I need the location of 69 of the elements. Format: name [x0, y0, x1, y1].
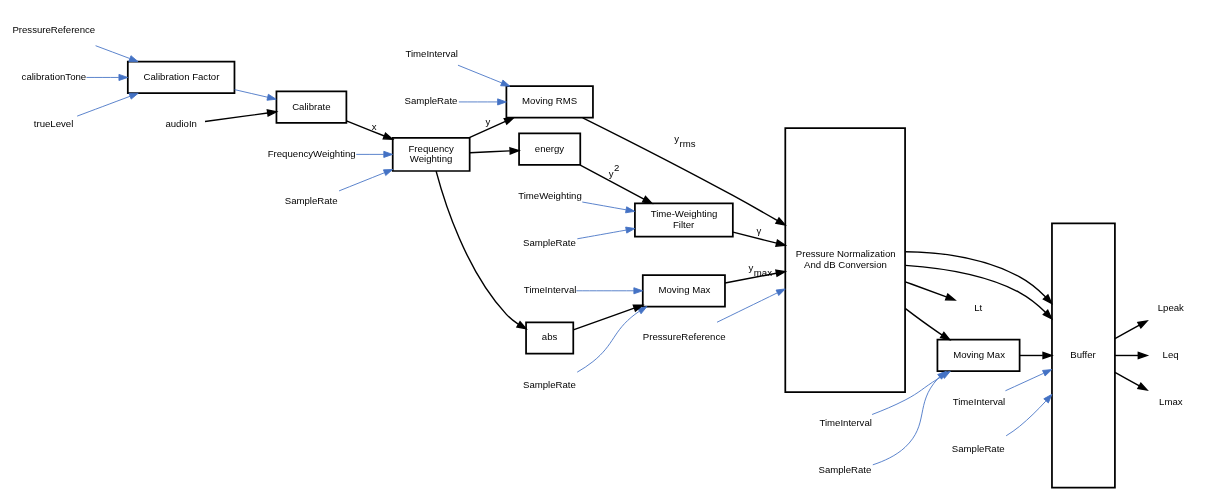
- node-text: PressureReference: [12, 23, 96, 35]
- node-box: energy: [518, 132, 582, 166]
- edge-label: y: [485, 115, 491, 127]
- node-box: Buffer: [1051, 222, 1116, 488]
- node-box: Moving Max: [641, 273, 726, 307]
- arrow: [575, 286, 644, 294]
- node-text: trueLevel: [33, 117, 74, 129]
- node-text: SampleRate: [284, 194, 338, 206]
- arrow: [572, 303, 645, 331]
- arrow: [579, 163, 654, 204]
- node-box: Moving RMS: [505, 84, 594, 119]
- node-box: Calibration Factor: [126, 60, 236, 94]
- arrow: [345, 119, 395, 140]
- arrow: [904, 307, 952, 341]
- arrow: [1005, 393, 1053, 436]
- node-text: TimeInterval: [819, 416, 872, 428]
- node-text: Lmax: [1159, 395, 1183, 407]
- node-box: Frequency Weighting: [391, 136, 471, 172]
- node-box: Moving Max: [936, 338, 1021, 372]
- node-text: calibrationTone: [21, 70, 87, 82]
- node-text: TimeInterval: [405, 47, 458, 59]
- node-text: TimeInterval: [952, 395, 1006, 407]
- node-text: SampleRate: [523, 236, 576, 248]
- arrow: [582, 116, 787, 226]
- node-box: Calibrate: [275, 90, 348, 124]
- arrow: [732, 230, 788, 247]
- node-text: PressureReference: [642, 330, 726, 342]
- arrow: [576, 226, 636, 239]
- arrow: [1019, 350, 1054, 360]
- arrow: [338, 168, 394, 191]
- arrow: [904, 280, 957, 301]
- node-text: FrequencyWeighting: [267, 147, 356, 159]
- node-text: TimeInterval: [523, 283, 577, 295]
- edge-label: γ: [756, 224, 762, 236]
- node-text: Lt: [974, 301, 983, 313]
- node-text: audioIn: [165, 117, 197, 129]
- arrow: [581, 201, 636, 213]
- node-text: TimeWeighting: [518, 189, 582, 201]
- arrow: [904, 250, 1054, 305]
- node-box: Time-Weighting Filter: [634, 201, 734, 237]
- arrow: [724, 268, 788, 284]
- arrow: [86, 73, 129, 81]
- arrow: [716, 288, 786, 323]
- arrow: [204, 108, 279, 122]
- arrow: [576, 305, 648, 373]
- arrow: [872, 370, 947, 465]
- node-box: abs: [525, 320, 575, 355]
- arrow: [458, 97, 507, 105]
- arrow: [469, 146, 521, 155]
- arrow: [468, 116, 516, 138]
- arrow: [95, 44, 139, 62]
- arrow: [1114, 319, 1149, 339]
- edge-label: x: [371, 120, 377, 132]
- arrow: [904, 264, 1054, 320]
- arrow: [1114, 371, 1149, 391]
- arrow: [435, 169, 528, 330]
- arrow: [76, 92, 139, 117]
- arrow: [1005, 368, 1053, 391]
- arrow: [1114, 350, 1150, 360]
- node-text: Lpeak: [1157, 301, 1184, 313]
- node-text: SampleRate: [523, 378, 576, 390]
- arrow: [355, 150, 393, 158]
- node-text: SampleRate: [404, 94, 458, 106]
- node-text: SampleRate: [818, 463, 872, 475]
- node-text: Leq: [1162, 348, 1179, 360]
- arrow: [234, 88, 277, 101]
- node-text: SampleRate: [951, 442, 1005, 454]
- node-box: Pressure Normalization And dB Conversion: [784, 126, 906, 393]
- arrow: [457, 64, 511, 87]
